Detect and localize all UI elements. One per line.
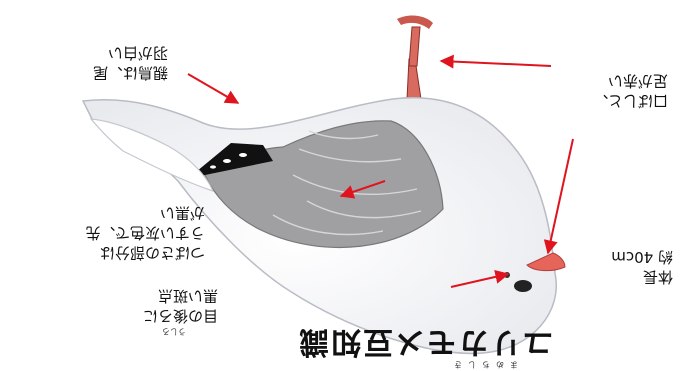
legs [397, 15, 433, 100]
wingtip-spots [210, 153, 247, 169]
arrow-eye [450, 269, 510, 288]
label-eye-spot: 目の後ろに 黒い斑点 [142, 287, 218, 325]
arrow-legs [439, 54, 552, 69]
label-wings: つばさの部分は うすい灰色で、先 が黒い [85, 204, 205, 262]
arrow-tail [187, 73, 240, 104]
callout-arrows [187, 54, 574, 288]
arrow-wing [339, 180, 386, 199]
arrow-bill [543, 138, 574, 255]
label-body-length-2: 約 40cm [611, 248, 673, 266]
label-body-length-1: 体長 [642, 268, 673, 286]
bill [526, 252, 566, 272]
page-title: ユリカモメ豆知識 [297, 324, 553, 359]
tail [89, 118, 215, 192]
eye-label-reading: うしろ [162, 327, 186, 336]
label-bill-legs: 口ばしと、 足が赤い [593, 72, 668, 110]
label-tail: 親鳥は、尾 羽が白い [92, 44, 168, 82]
wing-feather-lines [272, 130, 422, 236]
